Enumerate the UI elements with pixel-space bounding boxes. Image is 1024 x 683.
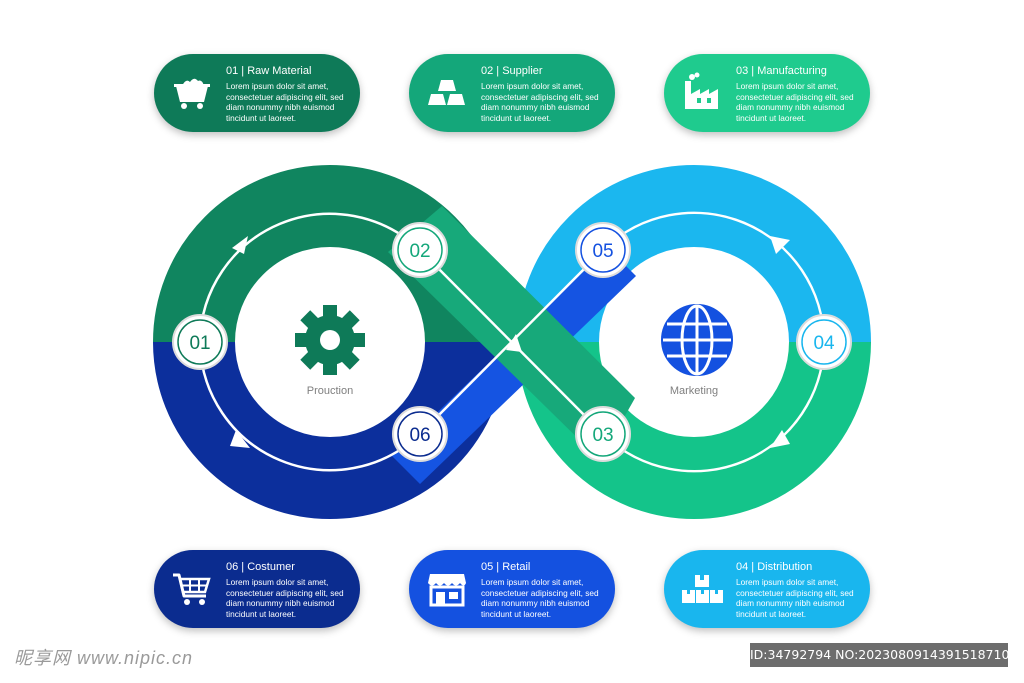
loop-left-upper bbox=[153, 165, 507, 342]
node-04: 04 bbox=[796, 314, 852, 370]
node-01: 01 bbox=[172, 314, 228, 370]
center-label-production: Prouction bbox=[306, 385, 354, 397]
card-raw-material: 01 | Raw Material Lorem ipsum dolor sit … bbox=[154, 54, 360, 132]
node-03: 03 bbox=[575, 406, 631, 462]
card-title: 06 | Costumer bbox=[226, 561, 295, 573]
card-body: Lorem ipsum dolor sit amet, consectetuer… bbox=[481, 577, 599, 619]
watermark-logo-text: 昵享网 www.nipic.cn bbox=[14, 648, 194, 668]
card-distribution: 04 | Distribution Lorem ipsum dolor sit … bbox=[664, 550, 870, 628]
node-label: 02 bbox=[409, 241, 430, 262]
factory-icon bbox=[685, 72, 718, 109]
arrow-left-upper bbox=[232, 236, 248, 254]
card-manufacturing: 03 | Manufacturing Lorem ipsum dolor sit… bbox=[664, 54, 870, 132]
track-left-lower bbox=[198, 341, 421, 472]
globe-icon bbox=[661, 304, 733, 376]
store-icon bbox=[428, 574, 466, 607]
center-label-marketing: Marketing bbox=[669, 385, 719, 397]
node-06: 06 bbox=[392, 406, 448, 462]
card-title: 01 | Raw Material bbox=[226, 65, 312, 77]
card-body: Lorem ipsum dolor sit amet, consectetuer… bbox=[736, 81, 854, 123]
track-right-upper bbox=[602, 211, 826, 343]
card-costumer: 06 | Costumer Lorem ipsum dolor sit amet… bbox=[154, 550, 360, 628]
card-title: 05 | Retail bbox=[481, 561, 531, 573]
card-body: Lorem ipsum dolor sit amet, consectetuer… bbox=[226, 81, 344, 123]
arrow-center bbox=[506, 334, 522, 352]
card-title: 02 | Supplier bbox=[481, 65, 543, 77]
boxes-icon bbox=[682, 575, 723, 603]
shopping-cart-icon bbox=[173, 573, 211, 605]
track-right-lower bbox=[602, 341, 826, 473]
loop-left-lower bbox=[153, 342, 507, 519]
gear-icon bbox=[295, 305, 365, 375]
loop-right-lower bbox=[517, 342, 871, 519]
mine-cart-icon bbox=[174, 78, 210, 109]
gold-bars-icon bbox=[428, 80, 465, 105]
card-supplier: 02 | Supplier Lorem ipsum dolor sit amet… bbox=[409, 54, 615, 132]
node-02: 02 bbox=[392, 222, 448, 278]
node-05: 05 bbox=[575, 222, 631, 278]
loop-right-upper bbox=[517, 165, 871, 342]
arrow-right-lower bbox=[770, 430, 790, 448]
card-body: Lorem ipsum dolor sit amet, consectetuer… bbox=[226, 577, 344, 619]
band-green bbox=[388, 206, 635, 460]
card-title: 04 | Distribution bbox=[736, 561, 813, 573]
arrow-left-lower bbox=[230, 430, 250, 448]
track-left-upper bbox=[198, 212, 421, 343]
node-label: 06 bbox=[409, 425, 430, 446]
watermark-id: ID:34792794 NO:20230809143915187101 bbox=[750, 643, 1017, 667]
card-title: 03 | Manufacturing bbox=[736, 65, 827, 77]
card-body: Lorem ipsum dolor sit amet, consectetuer… bbox=[736, 577, 854, 619]
node-label: 04 bbox=[813, 333, 835, 354]
node-label: 05 bbox=[592, 241, 613, 262]
node-label: 03 bbox=[592, 425, 613, 446]
card-retail: 05 | Retail Lorem ipsum dolor sit amet, … bbox=[409, 550, 615, 628]
arrow-right-upper bbox=[770, 236, 790, 254]
node-label: 01 bbox=[189, 333, 210, 354]
card-body: Lorem ipsum dolor sit amet, consectetuer… bbox=[481, 81, 599, 123]
